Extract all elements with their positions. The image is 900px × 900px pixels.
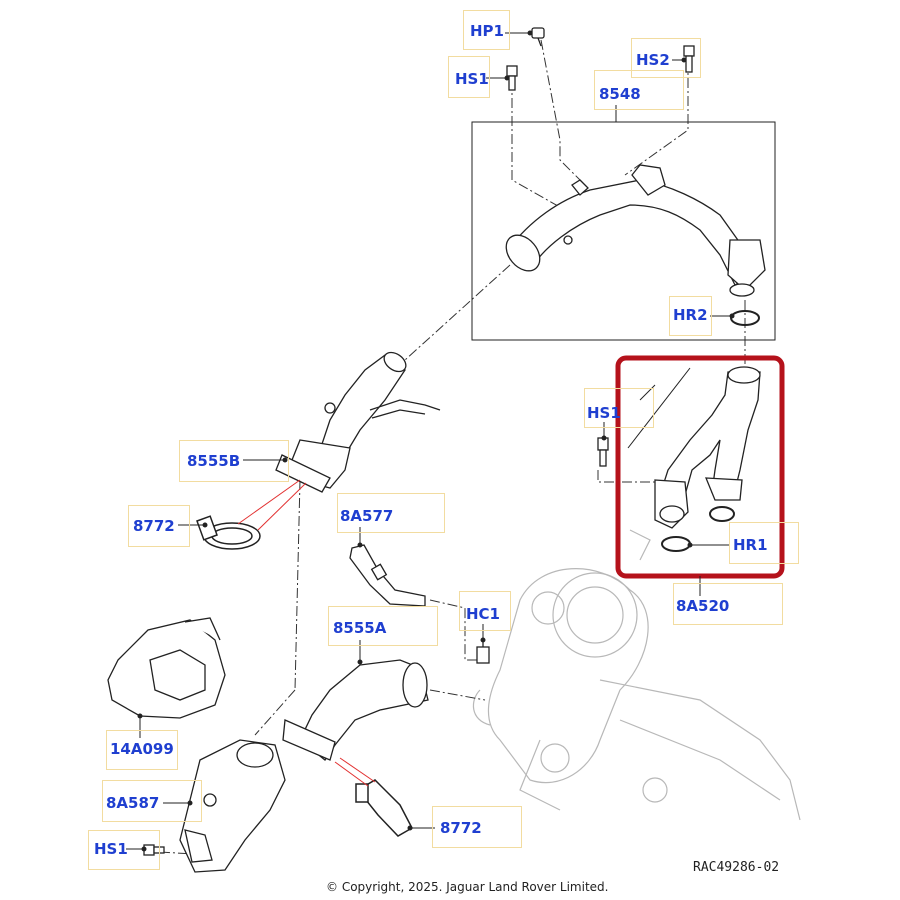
callout-8a587[interactable]: 8A587 [106, 794, 160, 812]
callout-box-hr2 [669, 296, 712, 336]
callout-hs1-mid[interactable]: HS1 [587, 404, 621, 422]
hose-8555b [275, 351, 441, 493]
callout-box-hs1-top [448, 56, 490, 98]
callout-box-hc1 [459, 591, 511, 631]
engine-block-ghost [472, 529, 801, 821]
diagram-reference-code: RAC49286-02 [693, 860, 780, 875]
callout-hc1[interactable]: HC1 [466, 605, 500, 623]
hose-clamp-8772-bottom [355, 779, 413, 837]
thermostat-housing-8a587 [179, 739, 286, 873]
red-leader-lines-top [237, 479, 307, 531]
callout-8548[interactable]: 8548 [599, 85, 641, 103]
o-ring-hr1-b [661, 536, 691, 552]
callout-14a099[interactable]: 14A099 [110, 740, 174, 758]
callout-hs1-bottom[interactable]: HS1 [94, 840, 128, 858]
hose-8a577 [349, 544, 426, 607]
plug-hp1 [531, 27, 545, 47]
callout-8a577[interactable]: 8A577 [340, 507, 394, 525]
callout-hp1[interactable]: HP1 [470, 22, 504, 40]
callout-box-8772-bottom [432, 806, 522, 848]
bolt-hs1-top [506, 65, 518, 91]
callout-box-8a577 [337, 493, 445, 533]
callout-box-8a520 [673, 583, 783, 625]
hose-8555a [282, 659, 429, 761]
red-leader-lines-bottom [334, 757, 376, 787]
callout-box-8a587 [102, 780, 202, 822]
callout-box-hs1-mid [584, 388, 654, 428]
y-pipe-8a520 [654, 366, 761, 529]
crossover-pipe-8548 [505, 164, 766, 297]
callout-box-hr1 [729, 522, 799, 564]
callout-box-8555b [179, 440, 289, 482]
assembly-leader-lines [159, 39, 746, 856]
callout-8772-top[interactable]: 8772 [133, 517, 175, 535]
connector-hc1 [476, 640, 490, 664]
hose-clamp-8772-top [196, 515, 261, 550]
callout-box-hp1 [463, 10, 510, 50]
assembly-box-8548 [471, 121, 776, 341]
o-ring-hr1-a [709, 506, 735, 522]
callout-hr2[interactable]: HR2 [673, 306, 708, 324]
callout-box-8772-top [128, 505, 190, 547]
copyright-notice: © Copyright, 2025. Jaguar Land Rover Lim… [326, 880, 609, 894]
callout-box-hs2 [631, 38, 701, 78]
callout-hr1[interactable]: HR1 [733, 536, 768, 554]
callout-box-hs1-bottom [88, 830, 160, 870]
callout-box-8555a [328, 606, 438, 646]
bolt-hs1-mid [597, 437, 609, 467]
cover-14a099 [107, 617, 226, 719]
callout-8a520[interactable]: 8A520 [676, 597, 730, 615]
callout-leaders [126, 30, 735, 852]
callout-8772-bottom[interactable]: 8772 [440, 819, 482, 837]
callout-hs1-top[interactable]: HS1 [455, 70, 489, 88]
bolt-hs2 [683, 45, 695, 73]
callout-8555a[interactable]: 8555A [333, 619, 387, 637]
callout-hs2[interactable]: HS2 [636, 51, 670, 69]
callout-box-14a099 [106, 730, 178, 770]
callout-8555b[interactable]: 8555B [187, 452, 241, 470]
callout-box-8548 [594, 70, 684, 110]
